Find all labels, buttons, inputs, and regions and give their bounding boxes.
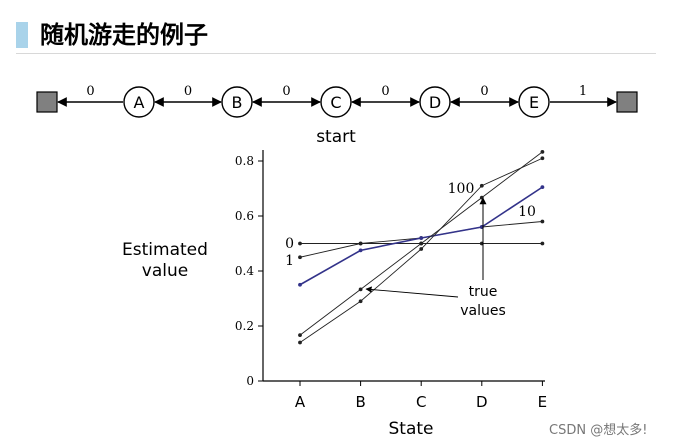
- series-line-2: [299, 186, 543, 286]
- x-tick-label: E: [538, 393, 547, 411]
- state-node-a: [123, 86, 155, 118]
- series-point: [358, 241, 363, 246]
- reward-label: 0: [86, 84, 94, 99]
- slide-title-bar: 随机游走的例子: [16, 18, 656, 50]
- reward-label: 0: [381, 84, 389, 99]
- series-point: [419, 241, 424, 246]
- series-label-10: 10: [518, 204, 536, 220]
- state-node-e: [518, 86, 550, 118]
- series-point: [540, 241, 545, 246]
- x-tick-label: A: [295, 393, 306, 411]
- y-tick-label: 0.6: [235, 209, 254, 223]
- series-point: [298, 340, 302, 345]
- terminal-right: [616, 91, 638, 113]
- x-tick-label: D: [476, 393, 488, 411]
- series-point: [298, 241, 302, 246]
- series-point: [298, 333, 302, 338]
- state-node-d: [419, 86, 451, 118]
- series-point: [540, 185, 545, 190]
- title-divider: [16, 53, 656, 54]
- watermark: CSDN @想太多!: [549, 423, 648, 438]
- series-point: [540, 149, 545, 154]
- series-point: [479, 183, 484, 188]
- state-node-b: [221, 86, 253, 118]
- reward-label: 1: [579, 84, 587, 99]
- x-tick-label: B: [355, 393, 365, 411]
- reward-label: 0: [282, 84, 290, 99]
- state-label: B: [232, 93, 243, 112]
- series-label-0: 0: [285, 236, 294, 252]
- slide-title: 随机游走的例子: [40, 21, 208, 49]
- state-label: E: [529, 93, 539, 112]
- series-point: [358, 248, 363, 253]
- series-point: [298, 282, 302, 287]
- state-label: D: [429, 93, 441, 112]
- state-label: C: [330, 93, 341, 112]
- series-label-1: 1: [285, 253, 294, 269]
- title-accent-bar: [16, 22, 28, 48]
- y-tick-label: 0.4: [235, 264, 254, 278]
- series-point: [298, 255, 302, 260]
- x-tick-label: C: [416, 393, 426, 411]
- x-axis-label: State: [389, 419, 434, 439]
- series-point: [419, 236, 424, 240]
- series-point: [540, 156, 545, 161]
- y-tick-label: 0.2: [235, 319, 254, 333]
- state-label: A: [134, 93, 145, 112]
- series-label-100: 100: [448, 181, 475, 197]
- reward-label: 0: [184, 84, 192, 99]
- series-point: [358, 299, 363, 304]
- y-tick-label: 0: [246, 374, 254, 388]
- series-point: [358, 287, 363, 292]
- y-tick-label: 0.8: [235, 154, 254, 168]
- terminal-left: [36, 91, 58, 113]
- series-point: [540, 219, 545, 224]
- state-node-c: [320, 86, 352, 118]
- series-point: [419, 247, 424, 251]
- reward-label: 0: [480, 84, 488, 99]
- true-values-pointer: [365, 286, 459, 298]
- start-label: start: [316, 127, 356, 147]
